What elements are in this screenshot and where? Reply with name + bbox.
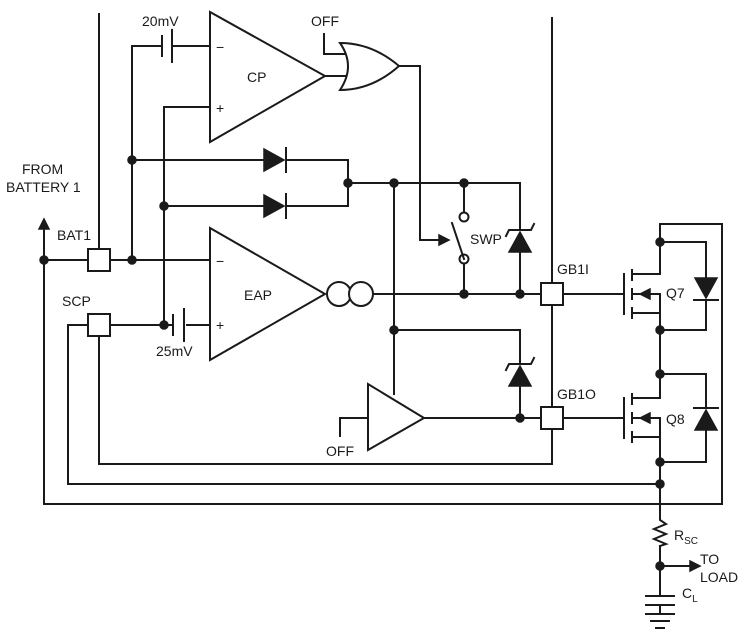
amplifier-eap: [209, 226, 328, 362]
zener-diode-lower: [504, 356, 536, 387]
label-cp: CP: [247, 69, 266, 85]
mosfet-q7: [623, 251, 661, 341]
label-battery1: BATTERY 1: [6, 179, 81, 195]
label-eap: EAP: [244, 287, 272, 303]
pin-scp: [87, 313, 111, 337]
label-from: FROM: [22, 161, 63, 177]
label-q7: Q7: [666, 285, 685, 301]
junction-dots: [39, 155, 665, 571]
pin-bat1: [87, 248, 111, 272]
label-gb1i: GB1I: [557, 261, 589, 277]
offset-source-25mv: [172, 308, 185, 342]
offset-source-20mv: [161, 29, 173, 63]
label-bat1: BAT1: [57, 227, 91, 243]
resistor-rsc: [651, 515, 669, 548]
label-load: LOAD: [700, 569, 738, 585]
load-arrow-icon: [689, 559, 702, 573]
cp-minus-sign: −: [216, 39, 224, 55]
capacitor-cl: [645, 595, 675, 615]
diode-upper: [263, 147, 287, 173]
label-cl-sub: L: [692, 594, 698, 605]
switch-swp[interactable]: [450, 211, 470, 265]
eap-minus-sign: −: [216, 253, 224, 269]
mosfet-q8: [623, 373, 661, 463]
label-off-top: OFF: [311, 13, 339, 29]
cp-plus-sign: +: [216, 100, 224, 116]
or-gate: [338, 41, 401, 92]
label-scp: SCP: [62, 293, 91, 309]
label-rsc-main: R: [674, 527, 684, 543]
battery-arrow-icon: [37, 217, 51, 230]
eap-plus-sign: +: [216, 317, 224, 333]
q8-body-diode: [693, 407, 719, 431]
zener-diode-upper: [504, 222, 536, 253]
label-off-bottom: OFF: [326, 443, 354, 459]
label-cl-main: C: [682, 585, 692, 601]
q7-body-diode: [693, 277, 719, 301]
label-rsc: RSC: [674, 527, 698, 547]
label-q8: Q8: [666, 411, 685, 427]
wires: [43, 13, 723, 597]
label-20mv: 20mV: [142, 13, 179, 29]
diode-lower: [263, 193, 287, 219]
pin-gb1i: [540, 282, 564, 306]
buffer-amp: [367, 382, 426, 452]
label-gb1o: GB1O: [557, 386, 596, 402]
label-rsc-sub: SC: [684, 536, 698, 547]
comparator-cp: [209, 10, 328, 144]
label-to: TO: [700, 551, 719, 567]
current-source-icon: [326, 281, 374, 307]
label-swp: SWP: [470, 231, 502, 247]
switch-control-arrow-icon: [438, 233, 451, 247]
label-cl: CL: [682, 585, 698, 605]
pin-gb1o: [540, 406, 564, 430]
ground-icon: [645, 613, 675, 629]
label-25mv: 25mV: [156, 343, 193, 359]
